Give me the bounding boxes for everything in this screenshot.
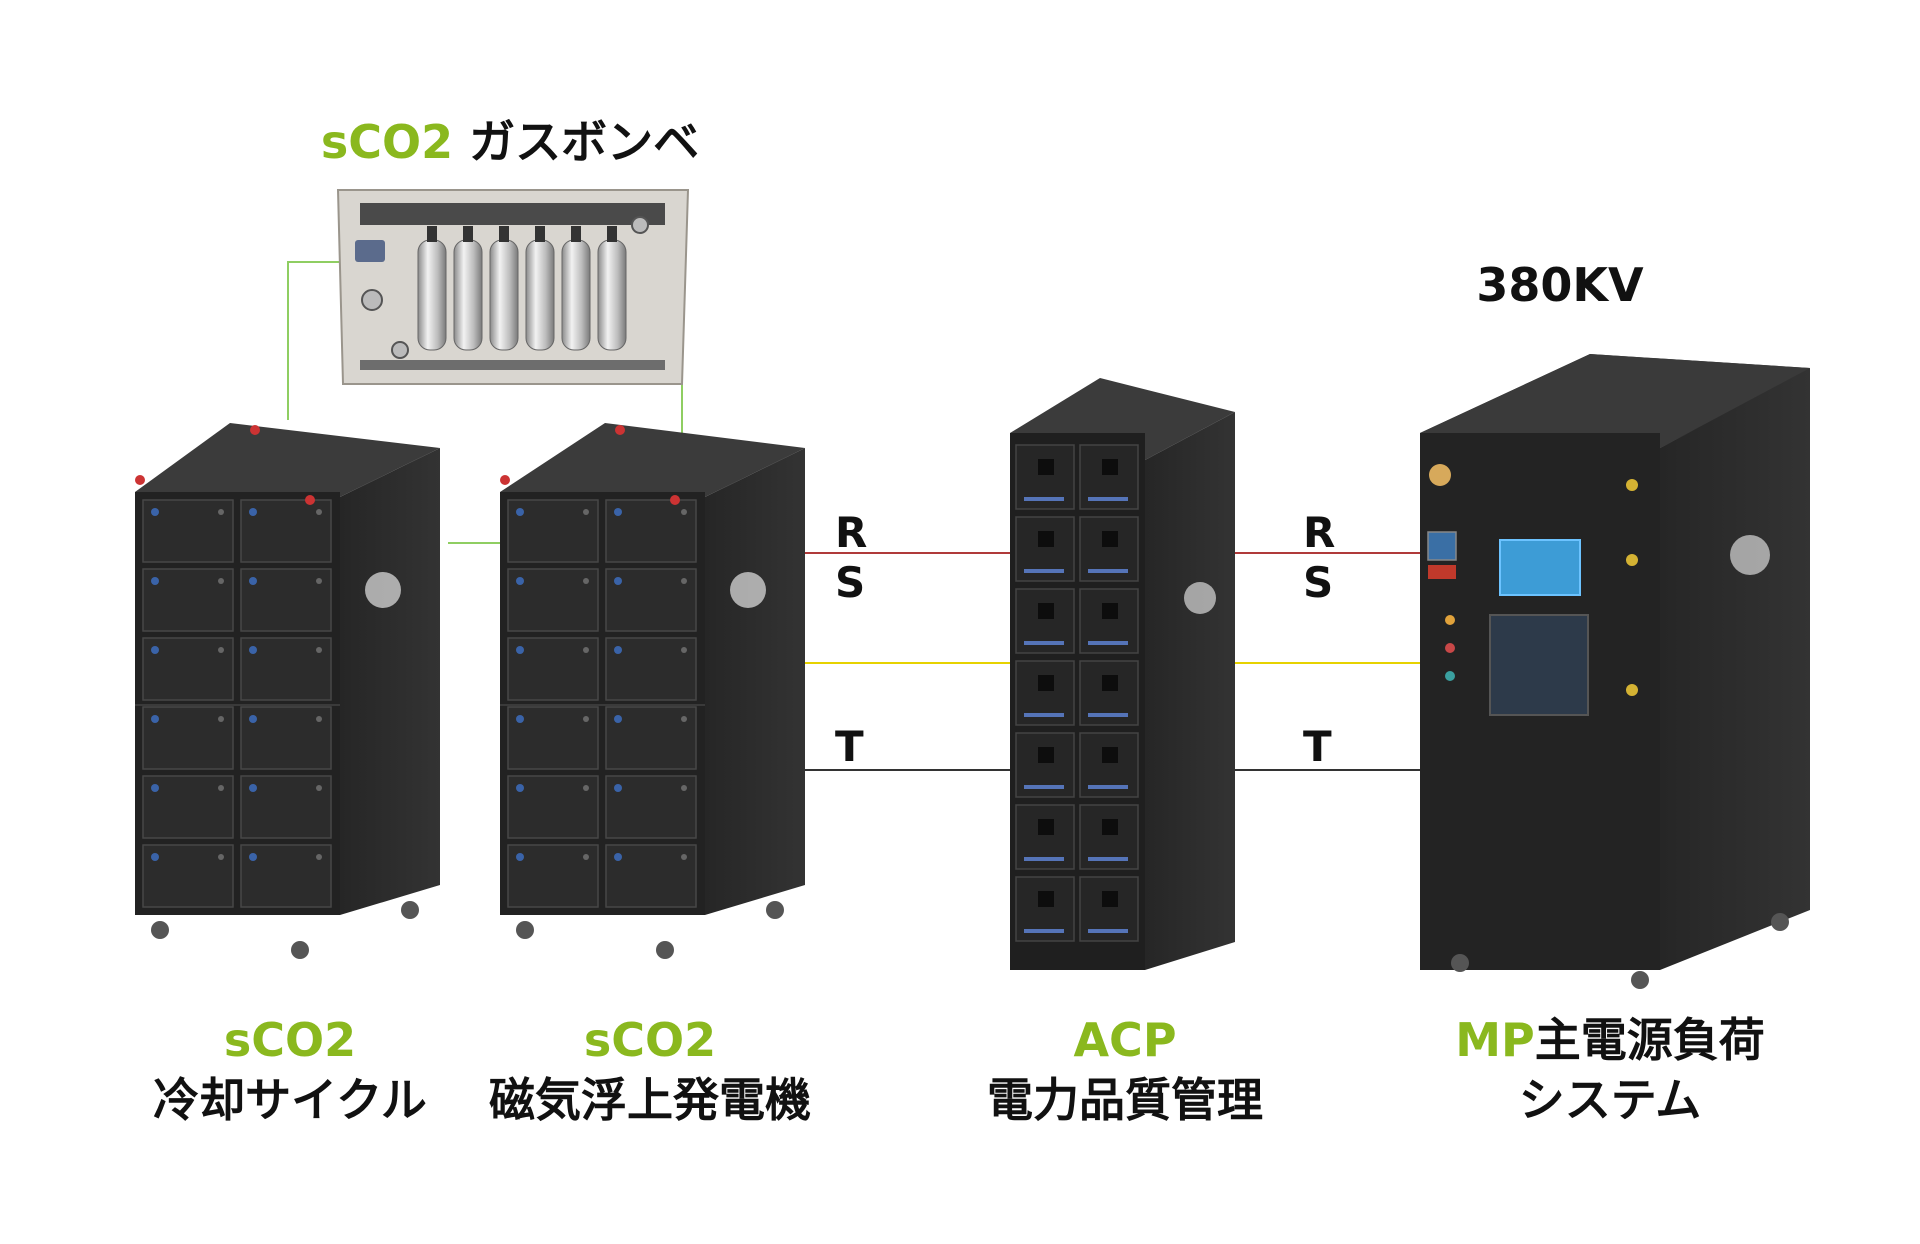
generator-cabinet	[500, 423, 805, 959]
voltage-label: 380KV	[1476, 258, 1644, 312]
acp-cabinet	[1010, 378, 1235, 970]
unit-label-generator: sCO2 磁気浮上発電機	[470, 1010, 830, 1130]
phase-r-left: R	[835, 508, 868, 557]
phase-t-left: T	[835, 722, 864, 771]
unit-line1-rest: 主電源負荷	[1534, 1013, 1765, 1067]
phase-r-right: R	[1303, 508, 1336, 557]
unit-accent: ACP	[1073, 1013, 1177, 1067]
unit-label-acp: ACP 電力品質管理	[960, 1010, 1290, 1130]
phase-t-right: T	[1303, 722, 1332, 771]
module-bay	[507, 568, 599, 632]
phase-s-left: S	[835, 558, 866, 607]
gas-cylinder-rack	[336, 189, 690, 385]
unit-line1: MP主電源負荷	[1420, 1010, 1800, 1070]
brand-logo-icon	[730, 572, 766, 608]
cooling-cycle-cabinet	[135, 423, 440, 959]
unit-accent: sCO2	[583, 1013, 717, 1067]
unit-accent: MP	[1455, 1013, 1535, 1067]
gas-pipe-left	[287, 261, 340, 420]
mp-cabinet	[1420, 354, 1810, 989]
brand-logo-icon	[365, 572, 401, 608]
brand-logo-icon	[1730, 535, 1770, 575]
wheel-icon	[766, 901, 784, 919]
unit-label-mp: MP主電源負荷 システム	[1420, 1010, 1800, 1130]
wheel-icon	[1451, 954, 1469, 972]
unit-name: システム	[1518, 1073, 1702, 1127]
unit-label-cooling: sCO2 冷却サイクル	[120, 1010, 460, 1130]
module-bay	[507, 775, 599, 839]
touch-screen	[1499, 539, 1581, 596]
wheel-icon	[1771, 913, 1789, 931]
wheel-icon	[401, 901, 419, 919]
gas-cylinder-icon	[417, 226, 627, 351]
wheel-icon	[656, 941, 674, 959]
power-lines	[782, 552, 1420, 771]
unit-name: 冷却サイクル	[153, 1073, 427, 1127]
gas-cylinder-text: ガスボンベ	[469, 115, 700, 169]
breaker-panel	[1489, 614, 1589, 716]
unit-name: 磁気浮上発電機	[489, 1073, 811, 1127]
gas-cylinder-accent: sCO2	[320, 115, 454, 169]
wheel-icon	[291, 941, 309, 959]
module-bay	[240, 844, 332, 908]
brand-logo-icon	[1184, 582, 1216, 614]
unit-accent: sCO2	[223, 1013, 357, 1067]
phase-s-right: S	[1303, 558, 1334, 607]
wheel-icon	[516, 921, 534, 939]
unit-name: 電力品質管理	[987, 1073, 1263, 1127]
wheel-icon	[151, 921, 169, 939]
gas-cylinder-title: sCO2 ガスボンベ	[300, 112, 720, 172]
wheel-icon	[1631, 971, 1649, 989]
